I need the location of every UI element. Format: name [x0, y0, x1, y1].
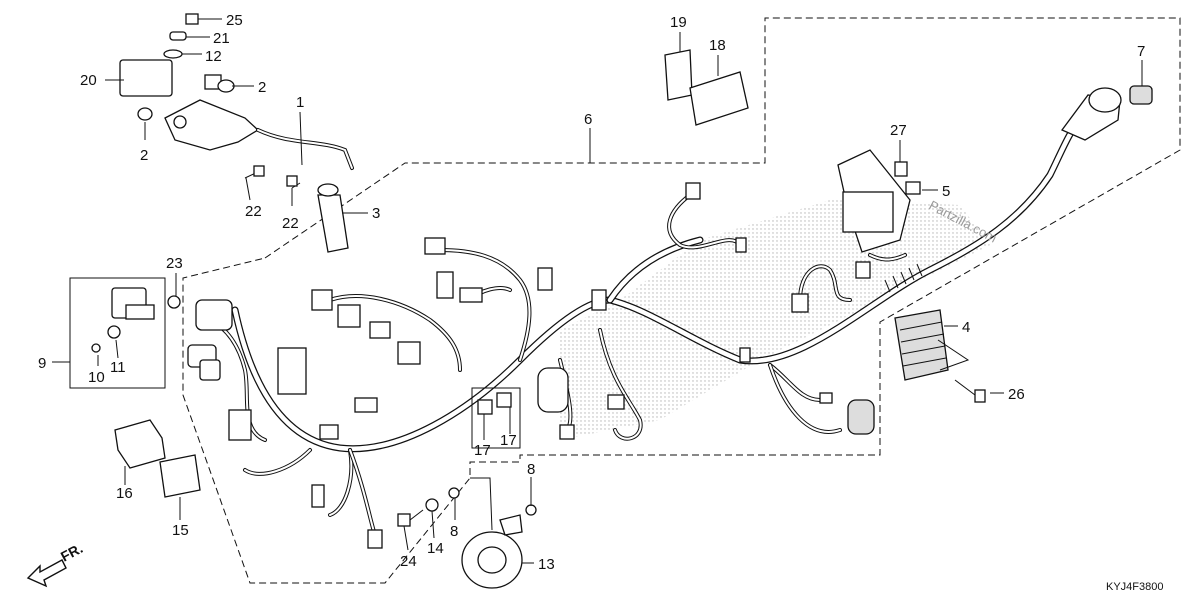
callout-6: 6: [584, 111, 592, 128]
callout-25: 25: [226, 12, 243, 29]
callout-17-right: 17: [500, 432, 517, 449]
callout-22-left: 22: [245, 203, 262, 220]
connectors: [187, 182, 875, 549]
leader-lines: [52, 18, 1143, 564]
callout-17-left: 17: [474, 442, 491, 459]
grommet-7: [1129, 85, 1153, 105]
relays-17: [471, 387, 521, 449]
callout-13: 13: [538, 556, 555, 573]
callout-5: 5: [942, 183, 950, 200]
callout-26: 26: [1008, 386, 1025, 403]
regulator-4: [894, 309, 949, 381]
relays-16-15: [114, 419, 201, 498]
callout-12: 12: [205, 48, 222, 65]
callout-8-left: 8: [450, 523, 458, 540]
clips-19-18: [664, 49, 749, 126]
callout-24: 24: [400, 553, 417, 570]
harness-coil-wrap: [884, 263, 923, 293]
callout-15: 15: [172, 522, 189, 539]
front-arrow: FR.: [26, 540, 85, 588]
callout-20: 20: [80, 72, 97, 89]
callout-1: 1: [296, 94, 304, 111]
solenoid-9: [69, 277, 166, 389]
callout-22-right: 22: [282, 215, 299, 232]
callout-16: 16: [116, 485, 133, 502]
harness-outline-dashed: [182, 17, 1181, 584]
callout-2-lower: 2: [140, 147, 148, 164]
callout-9: 9: [38, 355, 46, 372]
callout-4: 4: [962, 319, 970, 336]
callout-11: 11: [110, 359, 126, 376]
callout-3: 3: [372, 205, 380, 222]
arrow-icon: [26, 559, 67, 588]
callout-8-right: 8: [527, 461, 535, 478]
diagram-code: KYJ4F3800: [1106, 581, 1163, 593]
callout-27: 27: [890, 122, 907, 139]
callout-7: 7: [1137, 43, 1145, 60]
ignition-coil: [119, 59, 354, 170]
fasteners: [91, 13, 986, 527]
callout-19: 19: [670, 14, 687, 31]
plug-cap: [317, 183, 349, 253]
horn-13: [461, 477, 523, 589]
tail-connector: [1060, 87, 1122, 141]
callout-labels: 25 21 12 20 2 2 1 22 22 3 19 18 6 7 27 5…: [38, 12, 1145, 573]
callout-2-upper: 2: [258, 79, 266, 96]
callout-23: 23: [166, 255, 183, 272]
callout-18: 18: [709, 37, 726, 54]
capacitor: [537, 367, 569, 413]
callout-10: 10: [88, 369, 105, 386]
callout-14: 14: [427, 540, 444, 557]
callout-21: 21: [213, 30, 230, 47]
main-harness: [231, 116, 1084, 453]
fuse-box: [837, 149, 921, 253]
